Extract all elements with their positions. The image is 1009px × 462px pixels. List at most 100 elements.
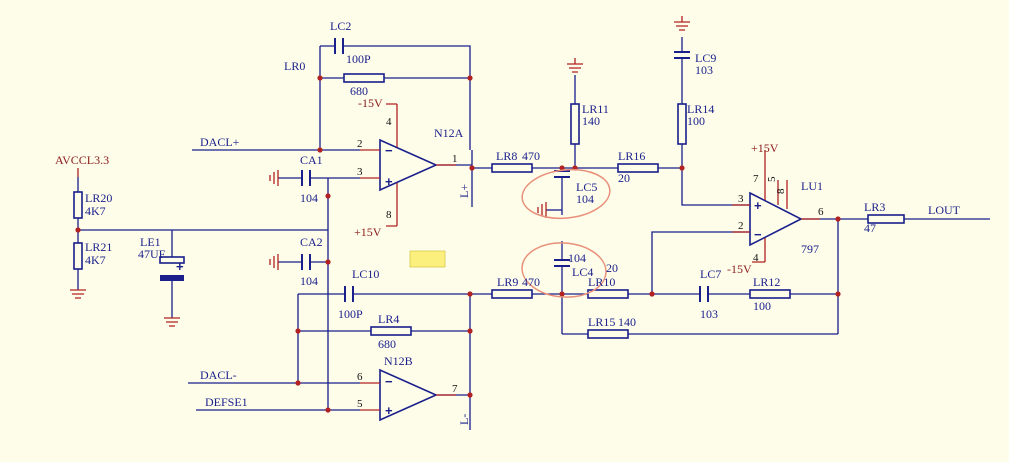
label-lr16: LR16	[618, 149, 645, 163]
capacitors: +	[159, 38, 709, 302]
capacitor-le1: +	[159, 256, 185, 281]
ground-le1	[164, 317, 180, 327]
svg-text:+: +	[385, 174, 393, 189]
pin-n12a-2: 2	[357, 138, 363, 150]
svg-text:−: −	[385, 374, 393, 389]
label-ca2: CA2	[300, 235, 323, 249]
label-ca1: CA1	[300, 153, 323, 167]
label-lr8: LR8	[496, 149, 517, 163]
pin-n12a-3: 3	[357, 166, 363, 178]
svg-text:−: −	[754, 227, 762, 242]
svg-text:−: −	[385, 143, 393, 158]
opamp-lu1: + −	[749, 150, 803, 263]
pin-lu1-3: 3	[738, 193, 744, 205]
label-n12b: N12B	[384, 354, 413, 368]
label-lr12: LR12	[753, 275, 780, 289]
label-lr9: LR9	[497, 275, 518, 289]
net-lminus: L-	[457, 414, 471, 425]
value-lr21: 4K7	[85, 253, 106, 267]
pin-lu1-8: 8	[775, 188, 787, 194]
pin-lu1-2: 2	[738, 220, 744, 232]
value-lr11: 140	[582, 114, 600, 128]
label-lc10: LC10	[352, 267, 379, 281]
resistor-lr15	[587, 329, 629, 339]
pin-lu1-6: 6	[818, 206, 824, 218]
supply-pos15-lu1: +15V	[751, 141, 779, 155]
capacitor-lc7	[699, 286, 709, 302]
capacitor-lc2	[334, 38, 344, 54]
ground-ca1	[269, 170, 279, 186]
ground-lr21	[70, 289, 86, 299]
resistor-lr20	[73, 191, 83, 219]
net-dacl-plus: DACL+	[200, 135, 240, 149]
ground-lc9	[674, 16, 690, 31]
pin-numbers: 2 3 1 4 8 6 5 7 3 2 6 7 5 8 4	[357, 116, 824, 410]
resistor-lr10	[587, 289, 629, 299]
junctions	[75, 75, 841, 413]
resistor-lr3	[867, 214, 905, 224]
supply-pos15-n12a: +15V	[354, 225, 382, 239]
label-lr11: LR11	[582, 102, 609, 116]
capacitor-lc4	[554, 259, 570, 267]
value-lc5: 104	[576, 192, 594, 206]
value-lc4: 104	[568, 251, 586, 265]
value-le1: 47UF	[138, 247, 166, 261]
value-lc9: 103	[695, 63, 713, 77]
label-lc5: LC5	[576, 180, 597, 194]
value-lr0: 680	[350, 84, 368, 98]
highlight-box	[409, 250, 446, 268]
resistor-lr14	[677, 103, 687, 145]
resistor-lr11	[570, 103, 580, 145]
capacitor-lc9	[674, 51, 690, 59]
label-n12a: N12A	[434, 126, 464, 140]
value-lc10: 100P	[338, 307, 363, 321]
grounds	[70, 16, 690, 327]
marker-circle-lc4	[521, 242, 607, 298]
pin-n12a-1: 1	[452, 153, 458, 165]
pin-n12b-7: 7	[452, 383, 458, 395]
label-lr14: LR14	[687, 102, 714, 116]
resistors	[73, 73, 905, 339]
net-lout: LOUT	[928, 203, 961, 217]
label-lr21: LR21	[85, 240, 112, 254]
net-defse1: DEFSE1	[205, 395, 248, 409]
marker-circle-lc5	[521, 168, 611, 220]
pin-n12b-6: 6	[357, 371, 363, 383]
resistor-lr16	[617, 163, 659, 173]
value-lr14: 100	[687, 114, 705, 128]
label-lu1: LU1	[801, 179, 823, 193]
value-lr8: 470	[522, 149, 540, 163]
label-lc2: LC2	[330, 19, 351, 33]
value-lr9: 470	[522, 275, 540, 289]
net-lplus: L+	[457, 184, 471, 198]
label-lr4: LR4	[378, 312, 399, 326]
value-lr15: 140	[618, 315, 636, 329]
supply-neg15-n12a: -15V	[358, 96, 383, 110]
opamp-pins	[360, 149, 820, 411]
value-lr20: 4K7	[85, 204, 106, 218]
ground-ca2	[269, 254, 279, 270]
ground-lr11	[567, 58, 583, 73]
label-lr3: LR3	[864, 200, 885, 214]
wires	[77, 37, 990, 430]
resistor-lr9	[491, 289, 533, 299]
label-le1: LE1	[140, 235, 161, 249]
resistor-lr0	[343, 73, 385, 83]
opamp-n12b: − +	[379, 368, 438, 422]
label-lc7: LC7	[700, 267, 721, 281]
resistor-lr21	[73, 242, 83, 270]
pin-lu1-7: 7	[753, 173, 759, 185]
label-lr15: LR15	[588, 315, 615, 329]
label-lr20: LR20	[85, 191, 112, 205]
value-lc7: 103	[700, 307, 718, 321]
label-lc9: LC9	[695, 51, 716, 65]
value-ca1: 104	[300, 191, 318, 205]
svg-text:+: +	[385, 403, 393, 418]
value-lr3: 47	[864, 221, 876, 235]
label-lc4: LC4	[572, 265, 593, 279]
net-avcc: AVCCL3.3	[55, 153, 109, 167]
pin-lu1-5: 5	[766, 176, 778, 182]
ground-lc5	[537, 202, 547, 218]
pin-n12a-8: 8	[386, 209, 392, 221]
svg-text:+: +	[754, 198, 762, 213]
